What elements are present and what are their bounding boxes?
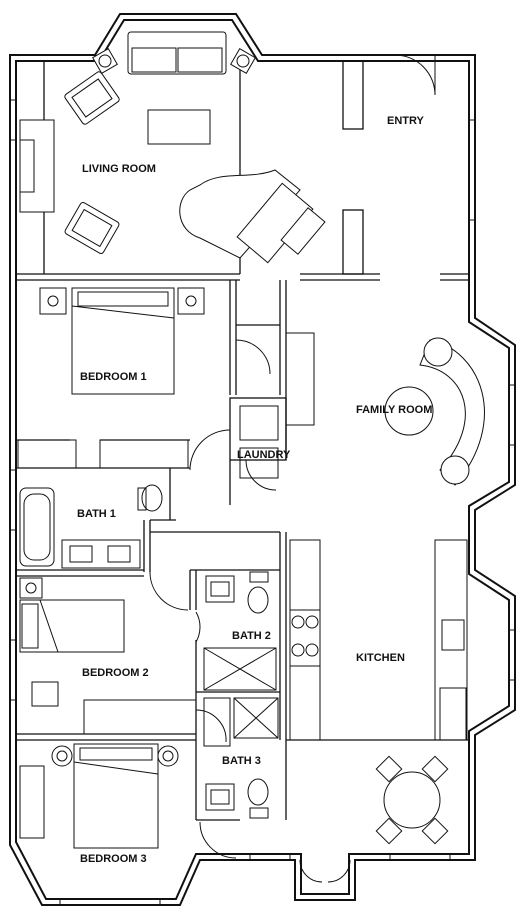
room-labels: LIVING ROOM ENTRY BEDROOM 1 LAUNDRY FAMI… <box>77 115 432 865</box>
bedroom-3-furniture <box>19 743 179 849</box>
label-bath-2: BATH 2 <box>232 630 271 642</box>
label-bedroom-1: BEDROOM 1 <box>80 371 147 383</box>
piano-bench <box>280 207 326 255</box>
toilet <box>141 484 163 512</box>
toilet <box>247 586 269 614</box>
nightstand <box>51 745 73 767</box>
sink <box>205 575 235 603</box>
bath-3-fixtures <box>203 697 279 819</box>
grand-piano <box>179 169 301 259</box>
windows <box>10 13 515 905</box>
sink <box>205 783 235 811</box>
dining-table <box>383 771 441 829</box>
interior-walls <box>16 60 469 821</box>
bathtub <box>19 487 55 567</box>
kitchen-fixtures <box>291 615 449 845</box>
desk <box>31 681 59 707</box>
bed <box>73 743 159 849</box>
round-table <box>384 386 434 436</box>
label-bath-1: BATH 1 <box>77 508 116 520</box>
vanity <box>61 539 141 569</box>
label-living-room: LIVING ROOM <box>82 163 156 175</box>
label-entry: ENTRY <box>387 115 425 127</box>
nightstand <box>177 287 205 315</box>
bath-2-fixtures <box>203 571 277 691</box>
armchair <box>64 71 120 125</box>
nightstand <box>19 577 43 599</box>
label-laundry: LAUNDRY <box>237 449 291 461</box>
coffee-table <box>147 109 211 145</box>
bath-1-fixtures <box>19 484 163 569</box>
nightstand <box>39 287 67 315</box>
nightstand <box>157 745 179 767</box>
label-family-room: FAMILY ROOM <box>356 404 432 416</box>
armchair <box>64 202 120 254</box>
living-room-furniture <box>19 31 326 264</box>
doors <box>149 54 436 883</box>
label-bath-3: BATH 3 <box>222 755 261 767</box>
toilet <box>247 778 269 806</box>
fireplace <box>19 119 55 213</box>
label-kitchen: KITCHEN <box>356 652 405 664</box>
dresser <box>19 765 45 839</box>
exterior-walls <box>9 13 516 906</box>
label-bedroom-2: BEDROOM 2 <box>82 667 149 679</box>
bedroom-1-furniture <box>39 287 205 395</box>
family-room-furniture <box>384 337 485 486</box>
bedroom-2-furniture <box>19 577 125 707</box>
bed <box>19 599 125 653</box>
label-bedroom-3: BEDROOM 3 <box>80 853 147 865</box>
sectional-sofa <box>419 339 485 486</box>
